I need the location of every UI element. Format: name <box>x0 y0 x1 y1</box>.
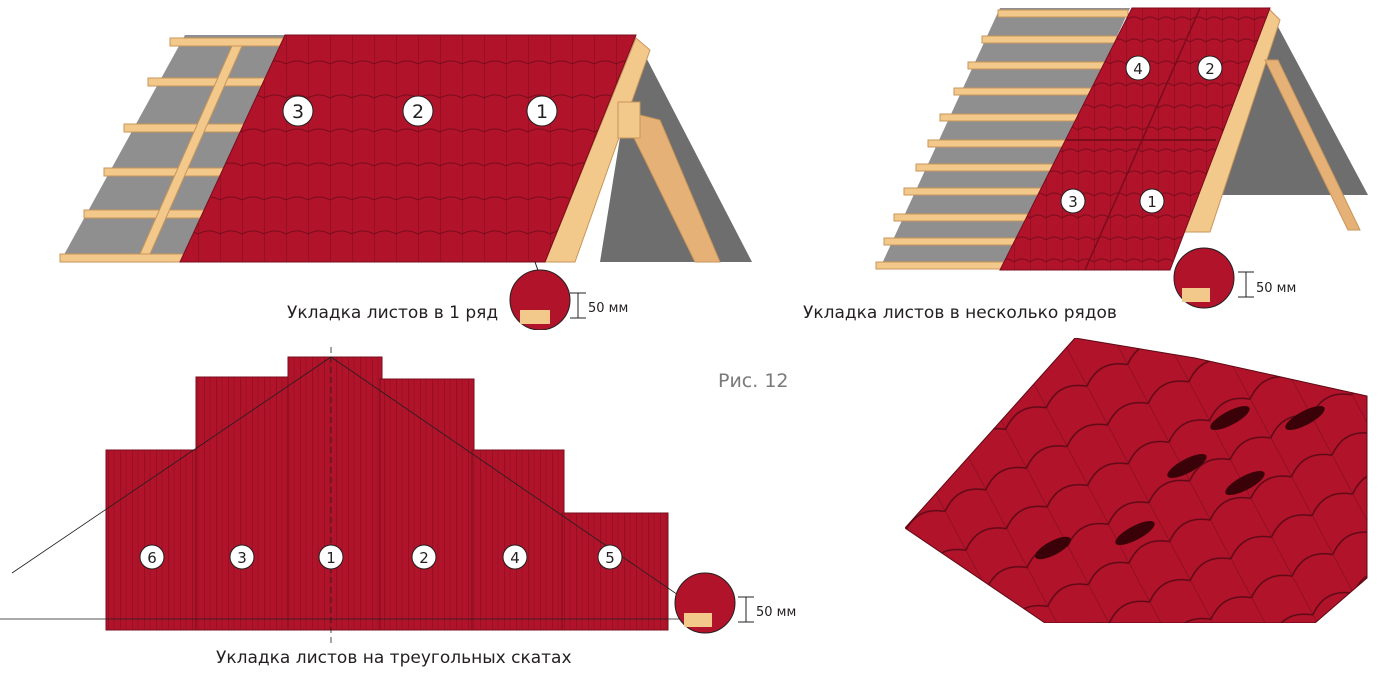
svg-text:50 мм: 50 мм <box>756 605 796 620</box>
triangular-diagram: 6 3 1 2 4 5 50 мм <box>0 347 796 645</box>
multi-row-diagram: 4 2 3 1 50 мм <box>875 7 1368 309</box>
sheet-number: 1 <box>1139 188 1165 214</box>
sheet-number: 5 <box>597 544 623 570</box>
multi-row-caption: Укладка листов в несколько рядов <box>803 303 1117 323</box>
sheet-number: 2 <box>1197 55 1223 81</box>
sheet-number: 6 <box>139 544 165 570</box>
svg-text:6: 6 <box>147 549 157 567</box>
roof-sheets <box>105 356 669 631</box>
svg-text:3: 3 <box>292 101 304 123</box>
single-row-caption: Укладка листов в 1 ряд <box>287 303 499 323</box>
svg-text:1: 1 <box>1147 193 1157 211</box>
battens <box>875 9 1129 270</box>
svg-text:1: 1 <box>326 549 336 567</box>
footprint-icon <box>1167 453 1207 479</box>
footprint-icon <box>1285 405 1325 431</box>
svg-text:4: 4 <box>510 549 520 567</box>
overhang-detail: 50 мм <box>509 269 628 330</box>
sheet-number: 3 <box>282 95 314 127</box>
tile-surface <box>905 338 1368 623</box>
roof-sheets <box>179 34 637 263</box>
sheet-number: 3 <box>1060 188 1086 214</box>
overhang-detail: 50 мм <box>674 572 796 634</box>
walking-diagram <box>905 338 1368 623</box>
sheet-number: 1 <box>526 95 558 127</box>
membrane <box>880 8 1130 268</box>
sheet-number: 1 <box>318 544 344 570</box>
svg-text:50 мм: 50 мм <box>1256 281 1296 296</box>
footprint-icon <box>1115 520 1155 546</box>
single-row-diagram: 3 2 1 50 мм <box>59 34 752 330</box>
membrane <box>60 35 300 262</box>
figure-label: Рис. 12 <box>718 370 789 392</box>
svg-text:1: 1 <box>536 101 548 123</box>
gable <box>600 38 752 262</box>
sheet-number: 2 <box>411 544 437 570</box>
footprint-icon <box>1210 405 1250 431</box>
sheet-number: 4 <box>1125 55 1151 81</box>
footprints <box>1035 405 1325 560</box>
svg-text:3: 3 <box>237 549 247 567</box>
svg-text:50 мм: 50 мм <box>588 301 628 316</box>
footprint-icon <box>1035 536 1071 560</box>
svg-text:2: 2 <box>419 549 429 567</box>
svg-text:2: 2 <box>412 101 424 123</box>
svg-text:5: 5 <box>605 549 615 567</box>
triangular-caption: Укладка листов на треугольных скатах <box>216 648 572 668</box>
overhang-detail: 50 мм <box>1173 247 1296 309</box>
footprint-icon <box>1225 470 1265 496</box>
svg-text:3: 3 <box>1068 193 1078 211</box>
sheet-number: 3 <box>229 544 255 570</box>
guide-lines <box>0 347 701 645</box>
svg-text:4: 4 <box>1133 60 1143 78</box>
svg-text:2: 2 <box>1205 60 1215 78</box>
sheet-number: 2 <box>402 95 434 127</box>
sheet-number: 4 <box>502 544 528 570</box>
